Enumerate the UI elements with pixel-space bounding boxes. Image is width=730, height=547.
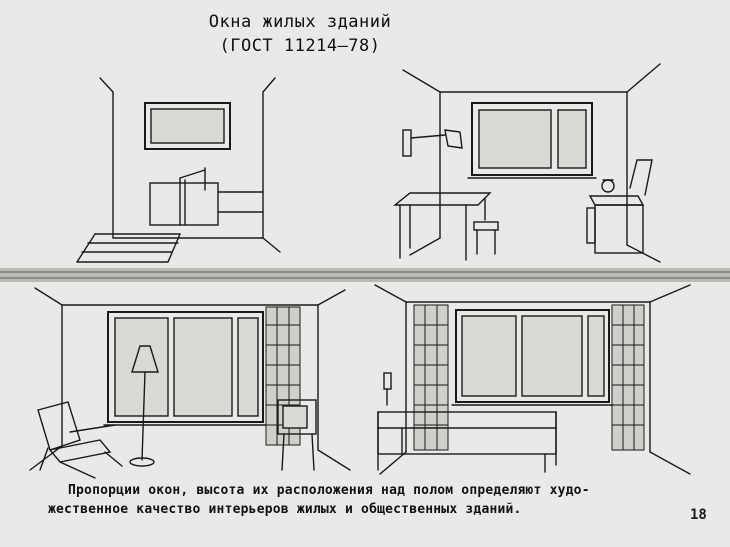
staircase	[76, 167, 264, 263]
sofa-bed	[377, 411, 557, 473]
slide-title: Окна жилых зданий	[208, 12, 392, 32]
bedroom-window	[451, 309, 614, 406]
armchair	[37, 401, 123, 479]
page-number: 18	[690, 507, 707, 523]
wall-lamp	[402, 129, 463, 157]
stove	[586, 159, 653, 254]
kitchen-window	[467, 102, 597, 179]
stair-hall-window	[144, 102, 231, 150]
living-room-window	[103, 311, 268, 426]
floor-lamp	[129, 345, 159, 467]
wall-sconce	[383, 372, 392, 406]
caption-line-1: Пропорции окон, высота их расположения н…	[68, 483, 590, 498]
divider-strip	[0, 268, 730, 282]
panel-bedroom	[374, 284, 691, 475]
tv-set	[277, 399, 317, 471]
panel-living-room	[29, 287, 351, 479]
bedroom-curtain-right	[611, 304, 645, 451]
caption-line-2: жественное качество интерьеров жилых и о…	[48, 502, 522, 517]
standard-reference: (ГОСТ 11214—78)	[219, 36, 381, 56]
bedroom-curtain-left	[413, 304, 449, 451]
kitchen-table	[393, 192, 499, 261]
panel-stair-hall	[76, 77, 281, 263]
panel-kitchen	[393, 63, 661, 263]
